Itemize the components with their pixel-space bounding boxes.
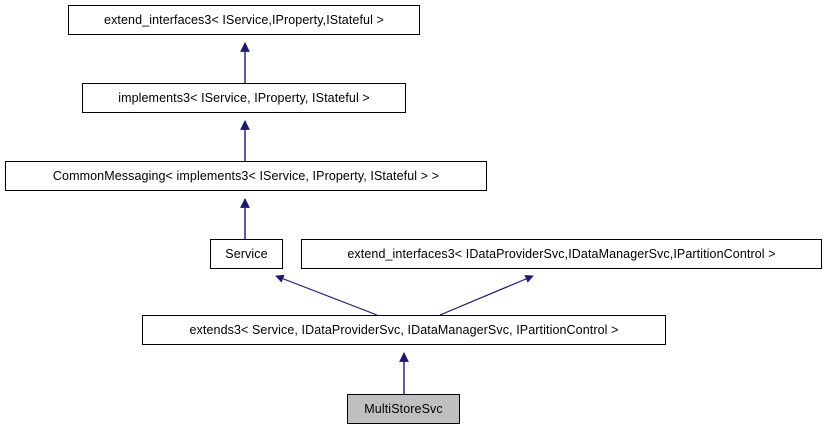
class-node-extends3[interactable]: extends3< Service, IDataProviderSvc, IDa…	[142, 315, 666, 345]
edge-extends3-to-extend-interfaces3-data	[439, 275, 534, 316]
class-node-extend-interfaces3-data[interactable]: extend_interfaces3< IDataProviderSvc,IDa…	[301, 239, 822, 269]
class-node-label: CommonMessaging< implements3< IService, …	[52, 168, 440, 183]
class-node-label: extend_interfaces3< IService,IProperty,I…	[104, 12, 384, 27]
class-node-common-messaging[interactable]: CommonMessaging< implements3< IService, …	[5, 161, 487, 191]
class-node-label: extend_interfaces3< IDataProviderSvc,IDa…	[347, 246, 776, 261]
class-node-label: implements3< IService, IProperty, IState…	[118, 90, 370, 105]
class-node-implements3[interactable]: implements3< IService, IProperty, IState…	[82, 83, 406, 113]
class-node-label: Service	[225, 246, 268, 261]
class-node-label: MultiStoreSvc	[364, 401, 443, 416]
class-node-extend-interfaces3-service[interactable]: extend_interfaces3< IService,IProperty,I…	[68, 5, 420, 35]
class-node-service[interactable]: Service	[210, 239, 283, 269]
class-node-label: extends3< Service, IDataProviderSvc, IDa…	[189, 322, 619, 337]
class-node-multistoresvc[interactable]: MultiStoreSvc	[347, 394, 460, 424]
edge-extends3-to-service	[275, 274, 378, 316]
